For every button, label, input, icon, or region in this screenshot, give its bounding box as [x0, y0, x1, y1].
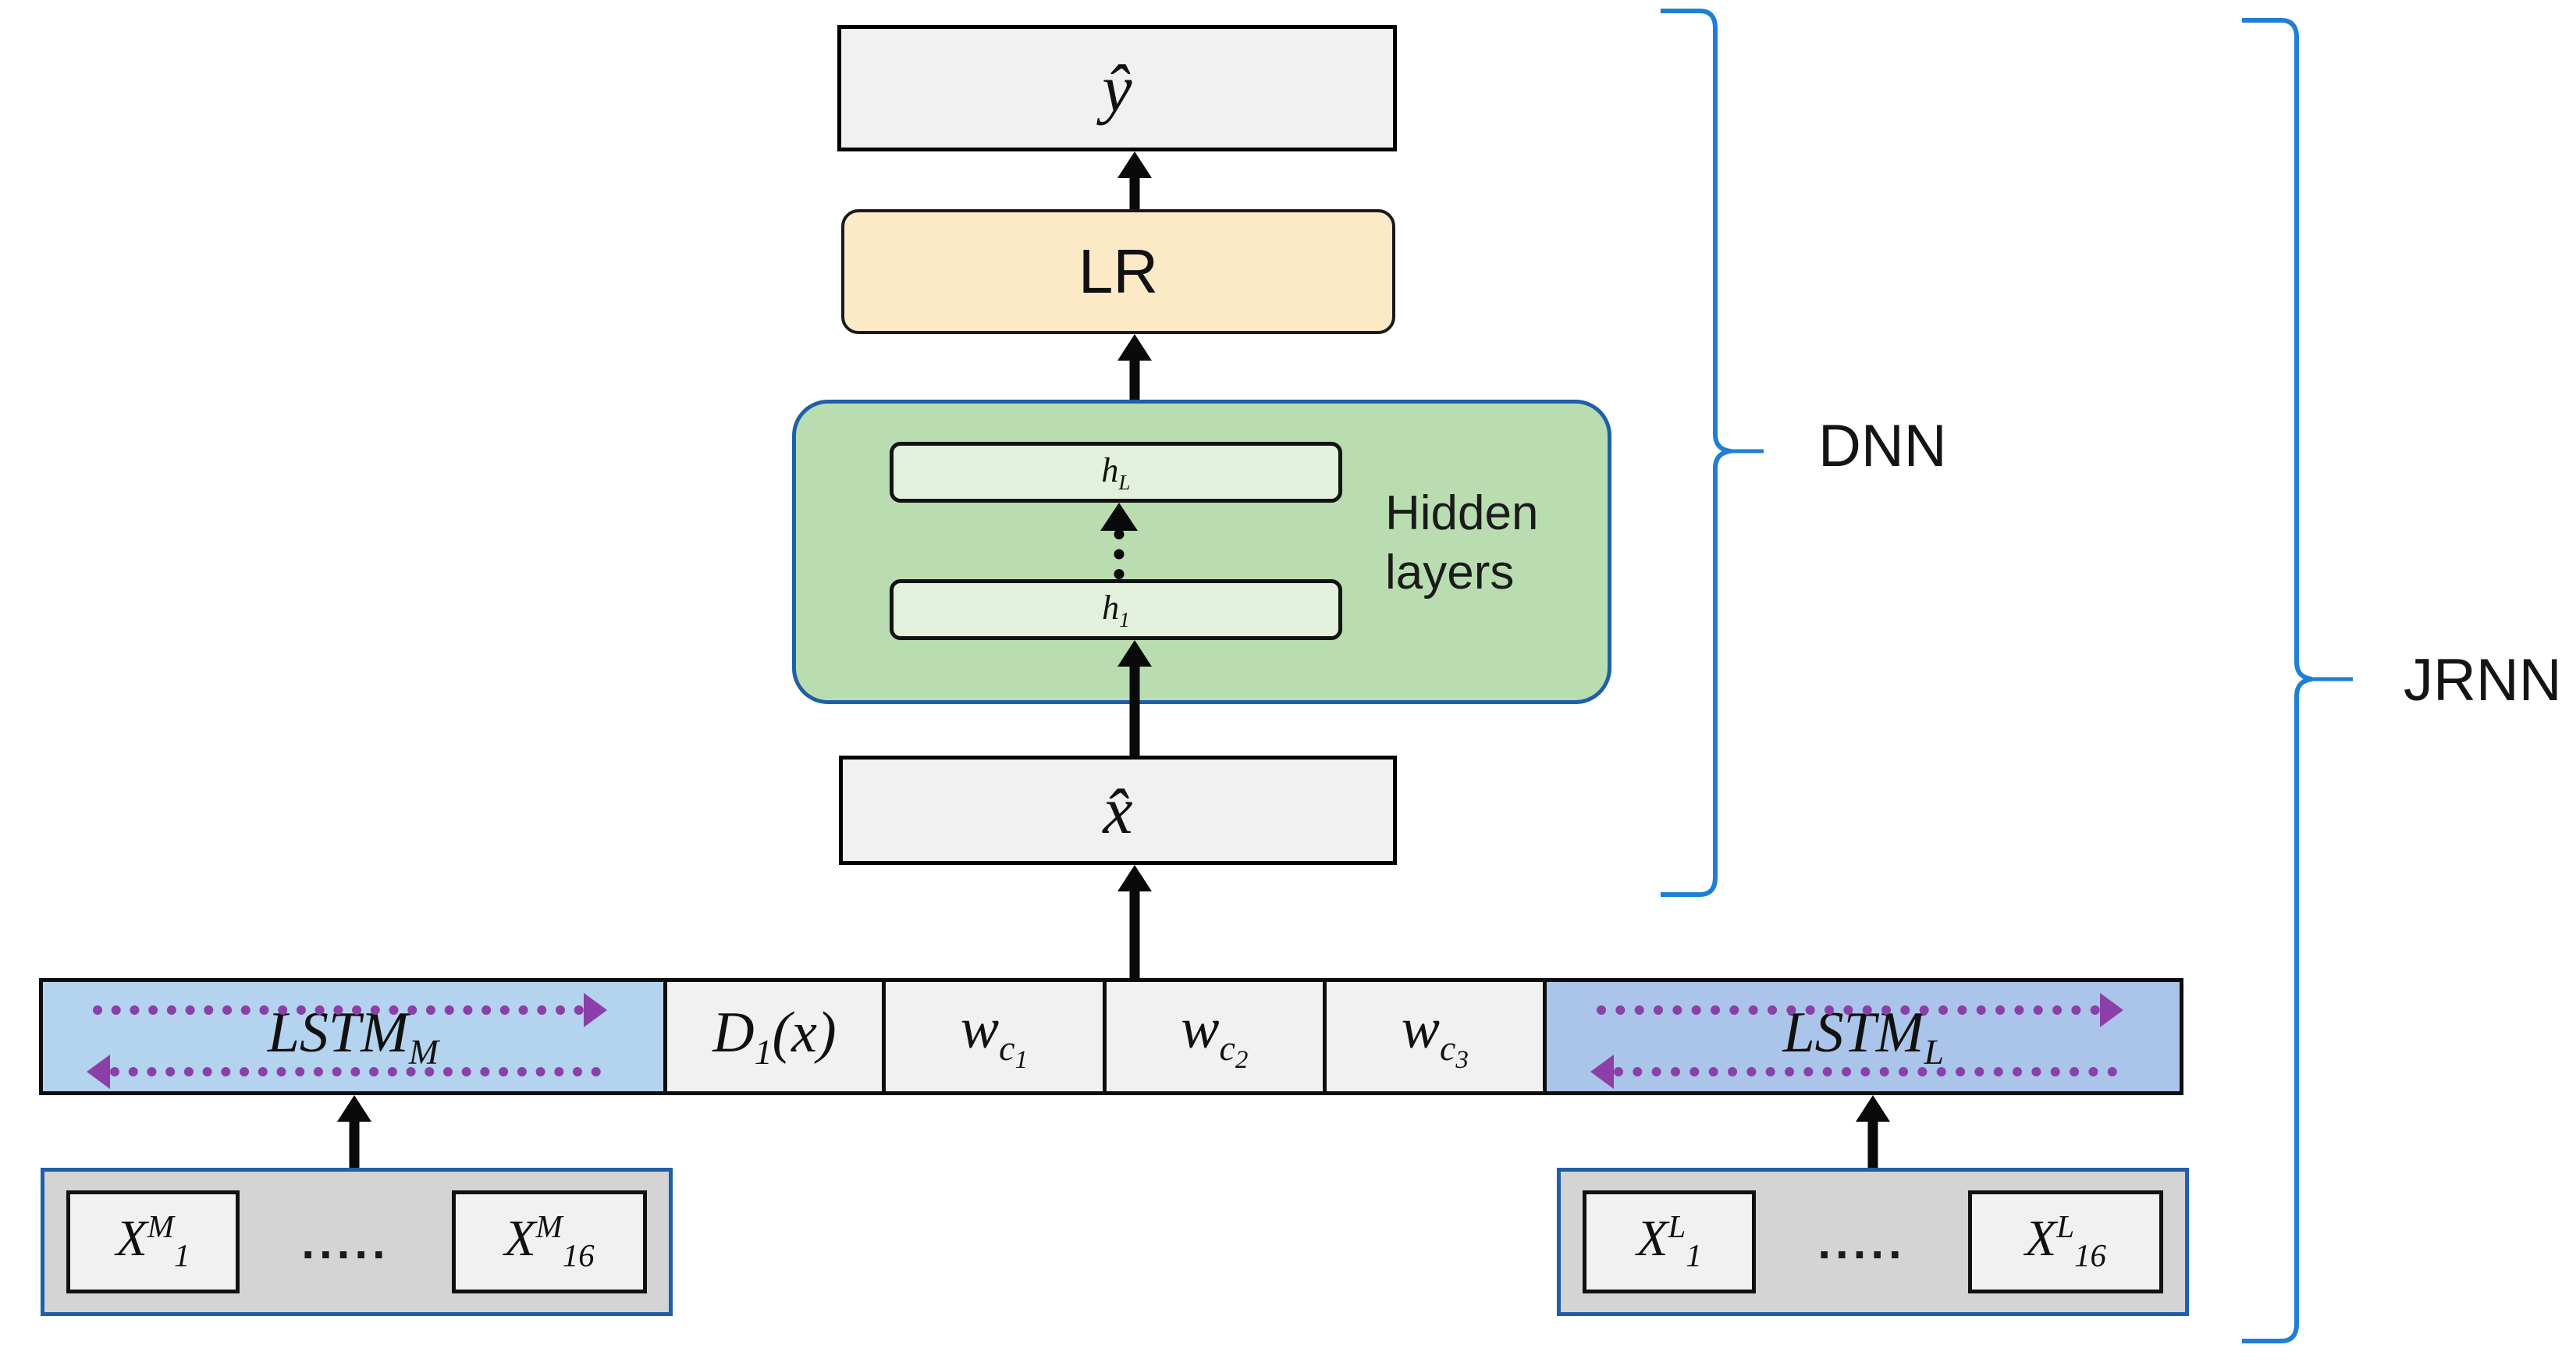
bar-cell-wc1: wc1 — [882, 978, 1107, 1095]
input-box-x16-m-sub: 16 — [562, 1238, 595, 1274]
arrow-lr-to-output — [1117, 151, 1152, 212]
arrow-h1-to-hL-dotted — [1100, 503, 1138, 579]
hidden-layer-hL: hL — [890, 442, 1342, 503]
input-group-m: XM1 ..... XM16 — [41, 1168, 673, 1316]
input-box-x16-m: XM16 — [451, 1190, 647, 1293]
bar-cell-wc2-index: 2 — [1235, 1045, 1249, 1074]
input-box-x1-l-label: XL1 — [1636, 1208, 1702, 1274]
arrow-inputs-l-to-lstm-l — [1856, 1095, 1890, 1172]
hidden-layer-h1: h1 — [890, 579, 1342, 640]
input-box-x1-l-sub: 1 — [1686, 1238, 1702, 1274]
lr-box: LR — [841, 209, 1395, 334]
input-box-x16-l-sup: L — [2056, 1208, 2075, 1244]
input-group-l-ellipsis: ..... — [1817, 1215, 1906, 1268]
bar-cell-lstm-l-subscript: L — [1924, 1031, 1944, 1072]
input-box-x1-m-label: XM1 — [115, 1208, 190, 1274]
bar-cell-lstm-m: LSTMM — [39, 978, 667, 1095]
bar-cell-lstm-m-subscript: M — [408, 1031, 439, 1072]
input-group-m-ellipsis: ..... — [301, 1215, 390, 1268]
hidden-layer-h1-subscript: 1 — [1119, 607, 1130, 631]
bar-cell-wc1-index: 1 — [1014, 1045, 1028, 1074]
brace-dnn — [1654, 8, 1795, 898]
hidden-layer-hL-label: hL — [1101, 450, 1131, 494]
bar-cell-lstm-l: LSTML — [1543, 978, 2183, 1095]
bar-cell-wc3: wc3 — [1323, 978, 1547, 1095]
hidden-layers-caption: Hidden layers — [1385, 484, 1588, 602]
input-box-x1-l: XL1 — [1583, 1190, 1756, 1293]
input-box-x16-l: XL16 — [1967, 1190, 2163, 1293]
bar-cell-wc1-label: wc1 — [960, 997, 1028, 1074]
feature-box-label: x̂ — [1103, 773, 1133, 848]
bar-cell-d1x-tail: (x) — [772, 1000, 837, 1065]
sequence-bar: LSTMM D1(x) wc1 wc2 wc3 LSTML — [39, 978, 2183, 1095]
hidden-layers-caption-line2: layers — [1385, 545, 1515, 599]
input-box-x1-m-sub: 1 — [173, 1238, 190, 1274]
arrow-feature-to-h1 — [1117, 640, 1152, 759]
arrow-bar-to-feature — [1117, 865, 1152, 982]
bar-cell-wc2-label: wc2 — [1181, 997, 1249, 1074]
bar-cell-d1x-subscript: 1 — [754, 1031, 773, 1072]
brace-jrnn — [2236, 17, 2376, 1344]
output-box-y-hat: ŷ — [837, 25, 1397, 151]
hidden-layer-h1-label: h1 — [1102, 588, 1130, 631]
bar-cell-wc3-index: 3 — [1455, 1045, 1469, 1074]
input-box-x16-m-label: XM16 — [504, 1208, 595, 1274]
bar-cell-wc2: wc2 — [1102, 978, 1327, 1095]
bar-cell-d1x: D1(x) — [663, 978, 886, 1095]
arrow-hidden-to-lr — [1117, 334, 1152, 404]
input-box-x16-l-label: XL16 — [2024, 1208, 2106, 1274]
input-box-x16-m-sup: M — [535, 1208, 563, 1244]
brace-dnn-label: DNN — [1818, 413, 1947, 479]
lr-box-label: LR — [1078, 237, 1159, 306]
hidden-layer-hL-subscript: L — [1118, 470, 1131, 494]
feature-box-x-hat: x̂ — [839, 756, 1397, 865]
hidden-layers-caption-line1: Hidden — [1385, 486, 1539, 540]
arrow-inputs-m-to-lstm-m — [337, 1095, 371, 1172]
input-box-x1-l-sup: L — [1668, 1208, 1686, 1244]
brace-jrnn-label: JRNN — [2404, 647, 2562, 713]
input-box-x1-m-sup: M — [147, 1208, 174, 1244]
input-box-x16-l-sub: 16 — [2074, 1238, 2106, 1274]
bar-cell-wc3-label: wc3 — [1401, 997, 1469, 1074]
input-box-x1-m: XM1 — [66, 1190, 240, 1293]
input-group-l: XL1 ..... XL16 — [1557, 1168, 2189, 1316]
output-box-label: ŷ — [1102, 51, 1132, 126]
bar-cell-d1x-label: D1(x) — [712, 1000, 837, 1072]
